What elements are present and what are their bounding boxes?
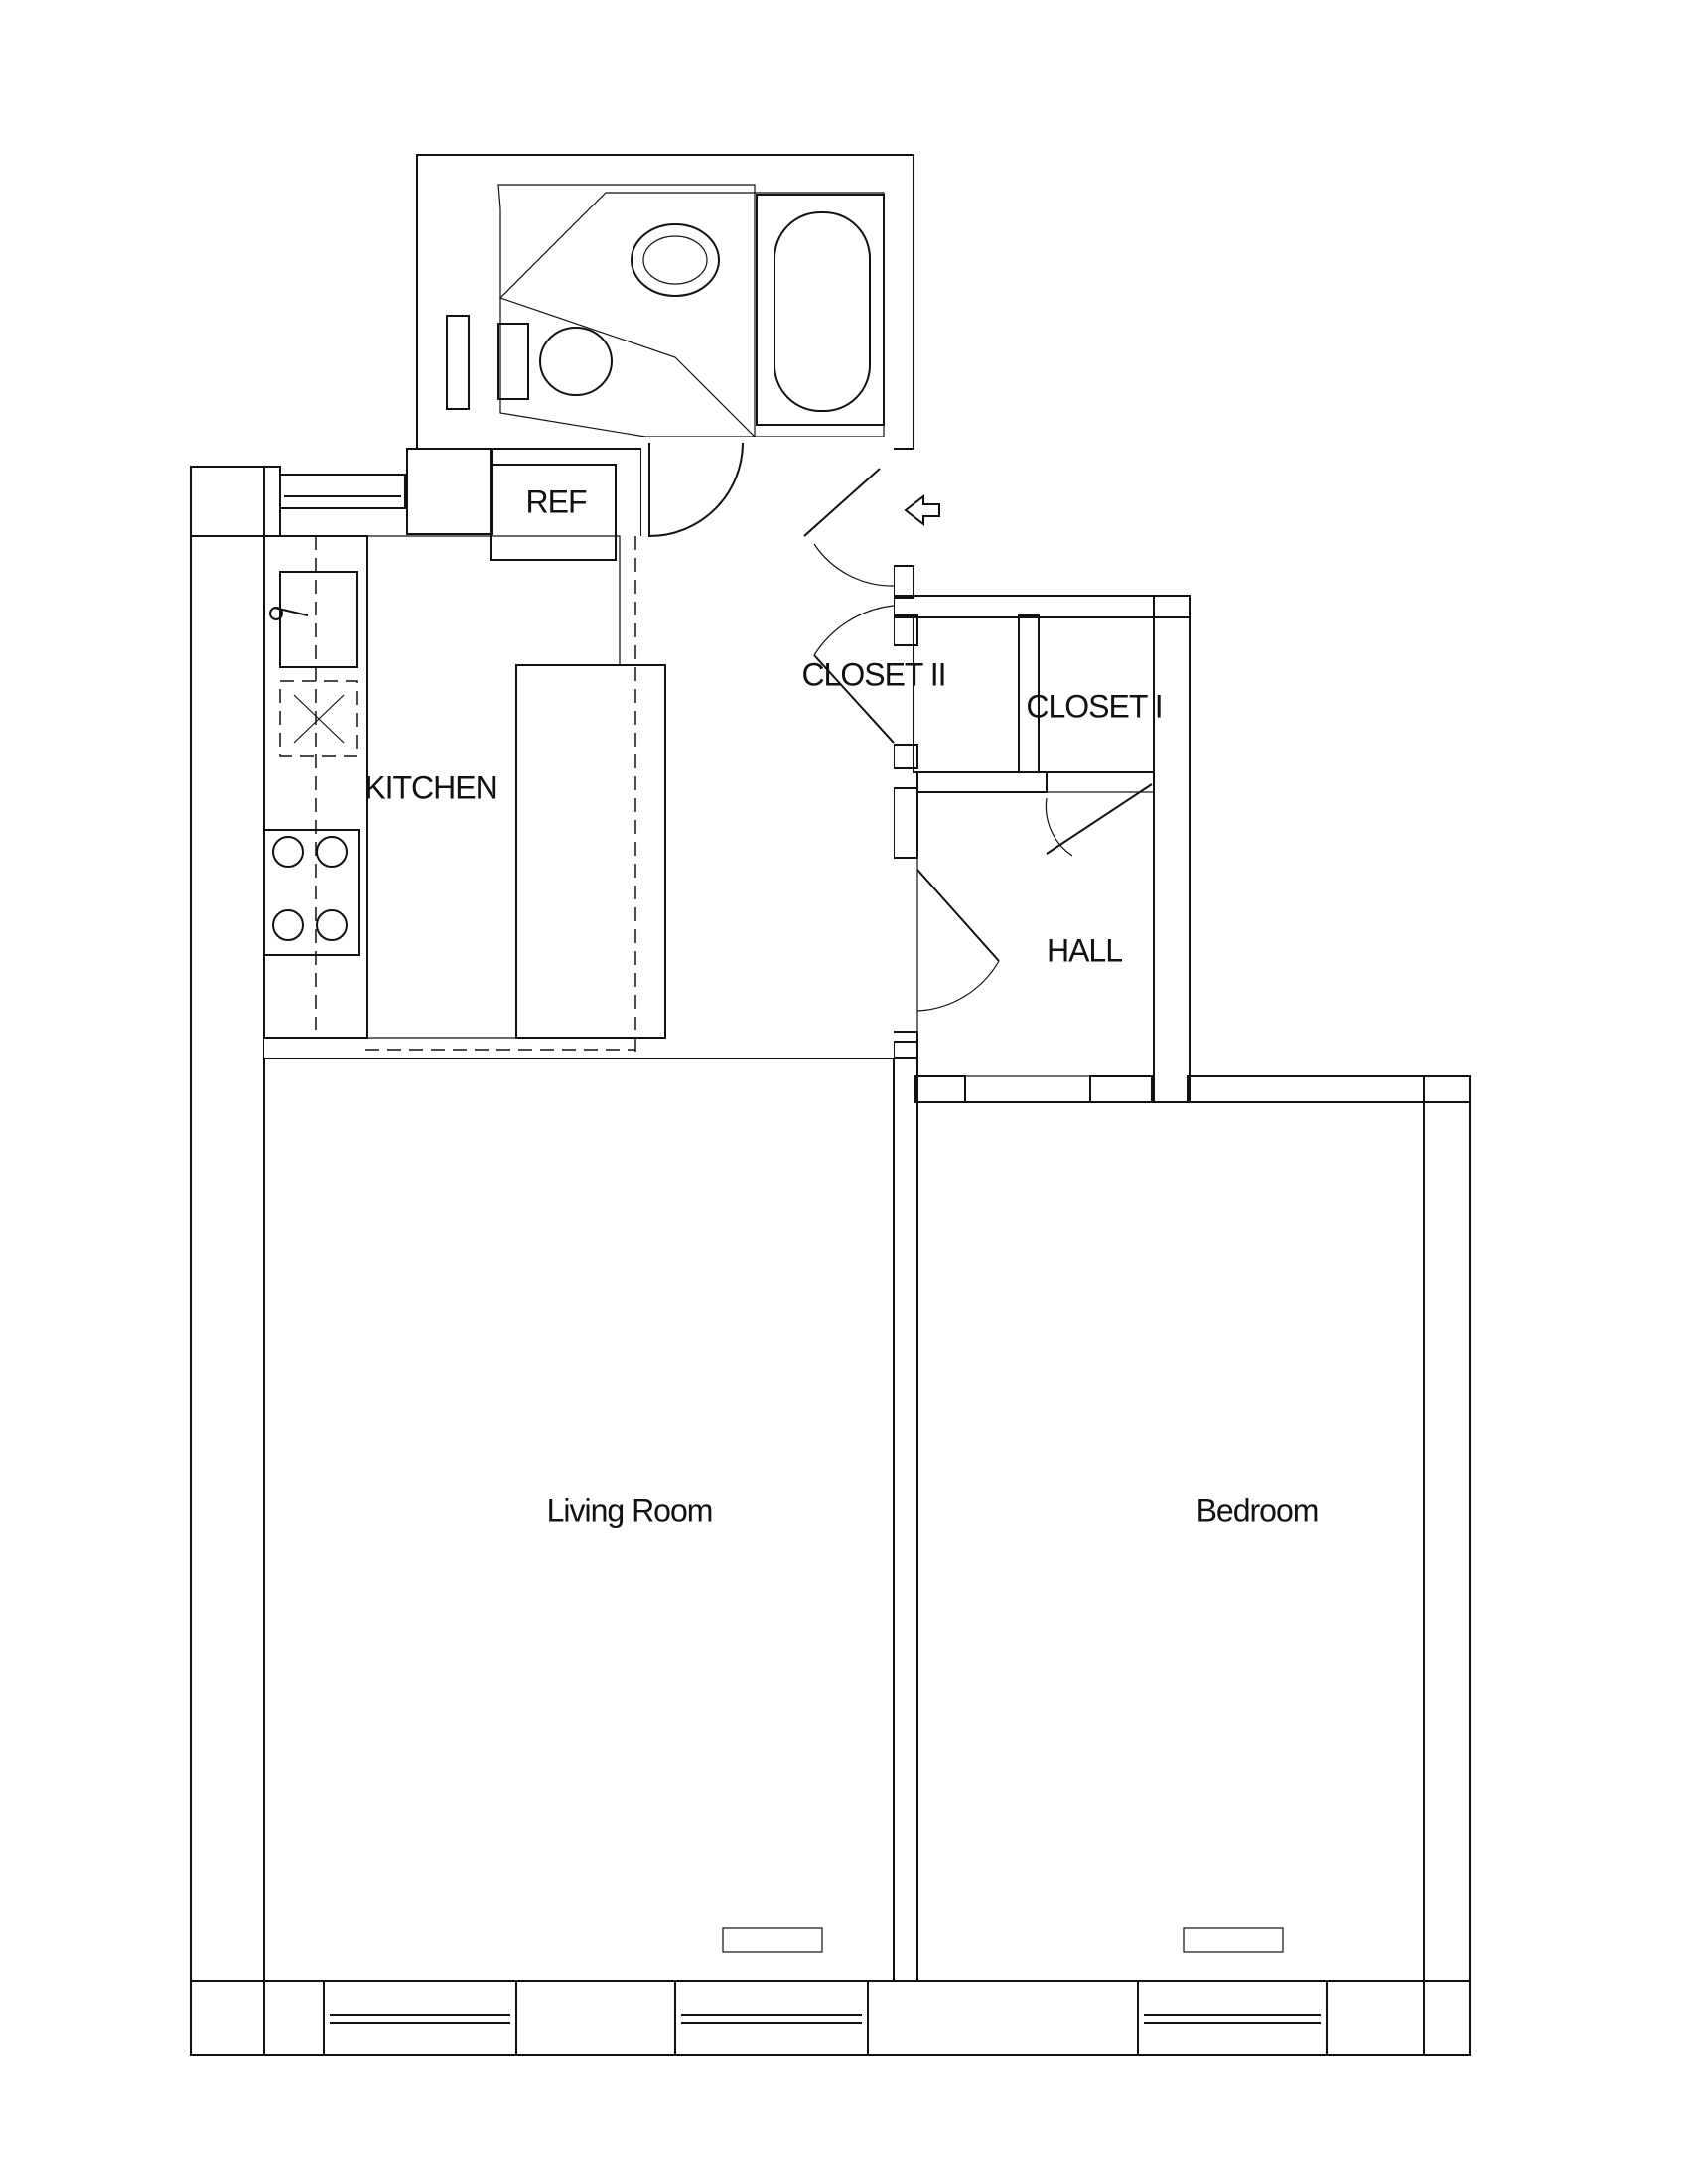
radiators (722, 1927, 1284, 1953)
floor-areas (263, 184, 1425, 1982)
label-hall: HALL (1047, 932, 1122, 968)
label-ref: REF (526, 483, 587, 519)
label-closet-2: CLOSET II (801, 656, 945, 692)
entry-arrow-icon (904, 493, 940, 527)
windows (279, 315, 1328, 2056)
label-kitchen: KITCHEN (364, 769, 496, 805)
doors (648, 442, 1153, 1012)
bathroom-fixtures (497, 194, 885, 426)
label-closet-1: CLOSET I (1026, 688, 1162, 724)
room-labels: REF CLOSET II CLOSET I KITCHEN HALL Livi… (364, 483, 1319, 1528)
kitchen-fixtures (263, 464, 666, 1052)
label-living-room: Living Room (547, 1492, 713, 1528)
label-bedroom: Bedroom (1196, 1492, 1319, 1528)
